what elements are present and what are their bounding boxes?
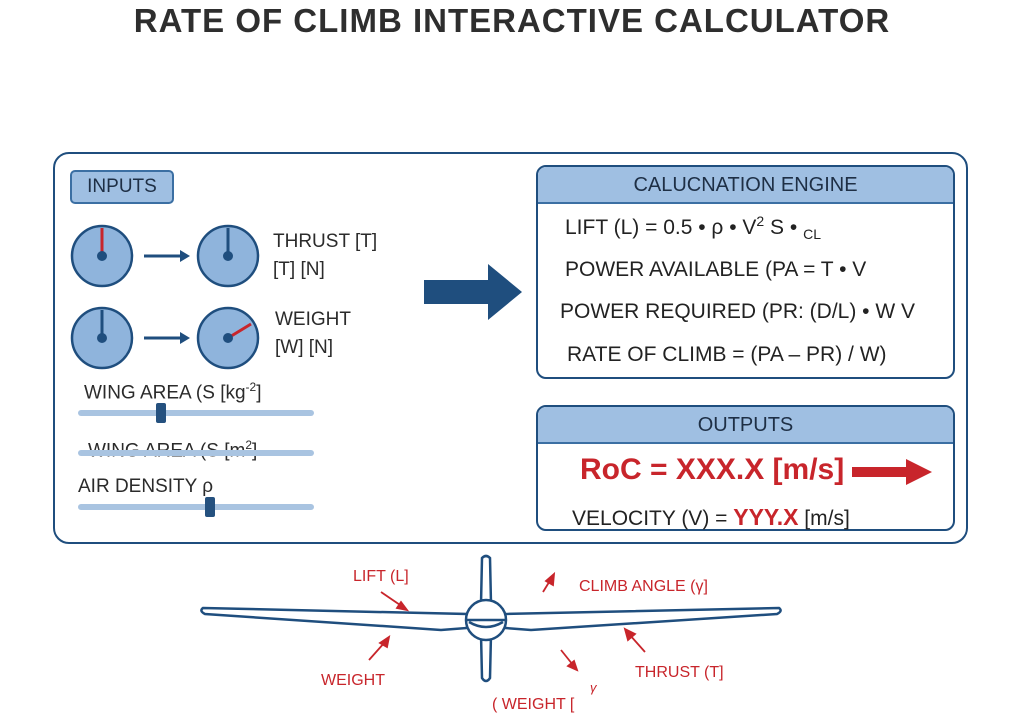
- power-available-formula: POWER AVAILABLE (PA = T • V: [565, 258, 867, 281]
- weight-dial-output: [196, 306, 260, 370]
- thrust-annotation: THRUST (T]: [635, 664, 724, 681]
- weight-dial-input[interactable]: [70, 306, 134, 370]
- air-density-slider-thumb[interactable]: [205, 497, 216, 517]
- airplane-icon: [200, 554, 782, 683]
- air-density-slider[interactable]: [78, 497, 314, 517]
- arrow-right-icon: [144, 250, 190, 262]
- velocity-output: VELOCITY (V) = YYY.X [m/s]: [572, 504, 850, 530]
- thrust-label: THRUST [T] [T] [N]: [273, 231, 378, 280]
- force-arrows: [368, 571, 646, 672]
- weight-annotation-left: WEIGHT: [321, 672, 385, 689]
- wing-area-kg-label: WING AREA (S [kg-2]: [84, 380, 262, 404]
- roc-output: RoC = XXX.X [m/s]: [580, 453, 845, 486]
- airplane-diagram: [200, 554, 782, 683]
- power-required-formula: POWER REQUIRED (PR: (D/L) • W V: [560, 300, 916, 323]
- climb-angle-annotation: CLIMB ANGLE (γ]: [579, 578, 708, 595]
- thrust-dials: [70, 224, 260, 288]
- wing-area-kg-slider-thumb[interactable]: [155, 403, 166, 423]
- roc-arrow-icon: [852, 459, 932, 485]
- main-panel: [53, 152, 968, 544]
- air-density-label: AIR DENSITY ρ: [78, 476, 214, 497]
- calculation-engine-panel: CALUCNATION ENGINE: [536, 165, 955, 379]
- rate-of-climb-formula: RATE OF CLIMB = (PA – PR) / W): [567, 343, 887, 366]
- wing-area-m2-slider[interactable]: [78, 450, 314, 456]
- lift-formula: LIFT (L) = 0.5 • ρ • V2 S • CL: [565, 213, 821, 243]
- flow-arrow-icon: [424, 264, 522, 320]
- weight-label: WEIGHT [W] [N]: [275, 309, 351, 358]
- page-title: RATE OF CLIMB INTERACTIVE CALCULATOR: [133, 2, 891, 39]
- weight-annotation-bottom: ( WEIGHT [: [492, 696, 575, 713]
- gamma-annotation: γ: [590, 680, 597, 695]
- arrow-right-icon: [144, 332, 190, 344]
- inputs-header: INPUTS: [70, 170, 174, 204]
- outputs-header: OUTPUTS: [538, 407, 953, 444]
- wing-area-kg-slider[interactable]: [78, 403, 314, 423]
- calculation-engine-header: CALUCNATION ENGINE: [538, 167, 953, 204]
- thrust-dial-output: [196, 224, 260, 288]
- weight-dials: [70, 306, 260, 370]
- lift-annotation: LIFT (L]: [353, 568, 409, 585]
- thrust-dial-input[interactable]: [70, 224, 134, 288]
